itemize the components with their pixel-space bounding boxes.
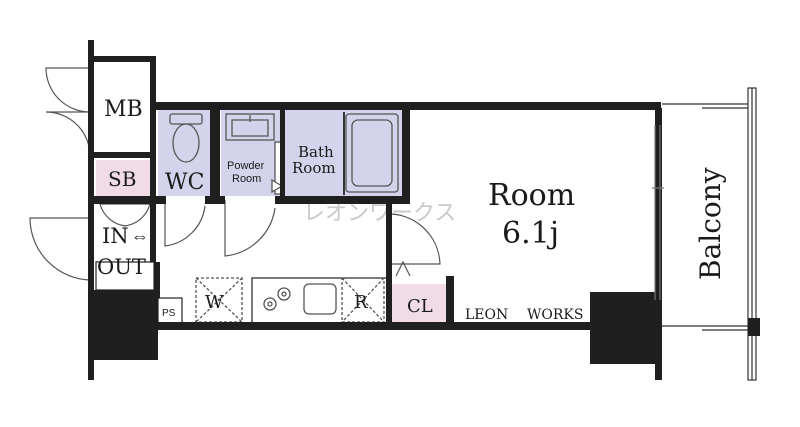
room-size: 6.1j <box>502 216 559 251</box>
closet-label: CL <box>407 296 433 317</box>
room-fills <box>96 110 454 324</box>
wc-door <box>164 200 206 247</box>
walls <box>88 40 662 380</box>
entrance-arrow-icon: ⇔ <box>131 226 149 246</box>
room-door <box>391 213 441 265</box>
mb-door <box>45 67 91 113</box>
toilet-bowl <box>172 123 200 163</box>
mb-label: MB <box>104 97 143 122</box>
sb-label: SB <box>108 167 136 191</box>
brand-left: LEON <box>465 307 508 323</box>
labels: MB SB WC Powder Room Bath Room IN ⇔ OUT … <box>97 97 727 323</box>
closet-area <box>392 284 454 324</box>
ps-label: PS <box>162 308 176 319</box>
watermark: レオンワークス <box>303 201 456 226</box>
washer-label: W <box>205 292 224 313</box>
stove-burner <box>263 297 277 311</box>
washbasin <box>225 113 275 141</box>
closet-door <box>395 260 411 277</box>
kitchen-counter <box>251 277 389 325</box>
mb-door <box>45 111 91 157</box>
entrance-label-in: IN <box>102 224 129 248</box>
room-name: Room <box>488 178 575 213</box>
balcony <box>652 87 760 381</box>
basin-bowl <box>231 119 269 137</box>
balcony-label: Balcony <box>694 167 727 280</box>
sb-door <box>99 203 151 227</box>
powder-door <box>224 200 276 257</box>
bath-room-label-1: Bath <box>298 143 334 161</box>
fridge-label: R <box>354 292 368 313</box>
bathtub <box>345 113 399 193</box>
sb-area <box>96 160 150 196</box>
entrance-door <box>29 217 93 281</box>
bath-room-label-2: Room <box>292 159 336 177</box>
sink-icon <box>303 283 337 315</box>
brand-right: WORKS <box>527 307 583 323</box>
powder-room-label-1: Powder <box>227 160 265 172</box>
stove-burner <box>277 287 291 301</box>
wc-label: WC <box>165 170 204 195</box>
entrance-label-out: OUT <box>97 255 146 279</box>
powder-room-label-2: Room <box>232 173 261 185</box>
